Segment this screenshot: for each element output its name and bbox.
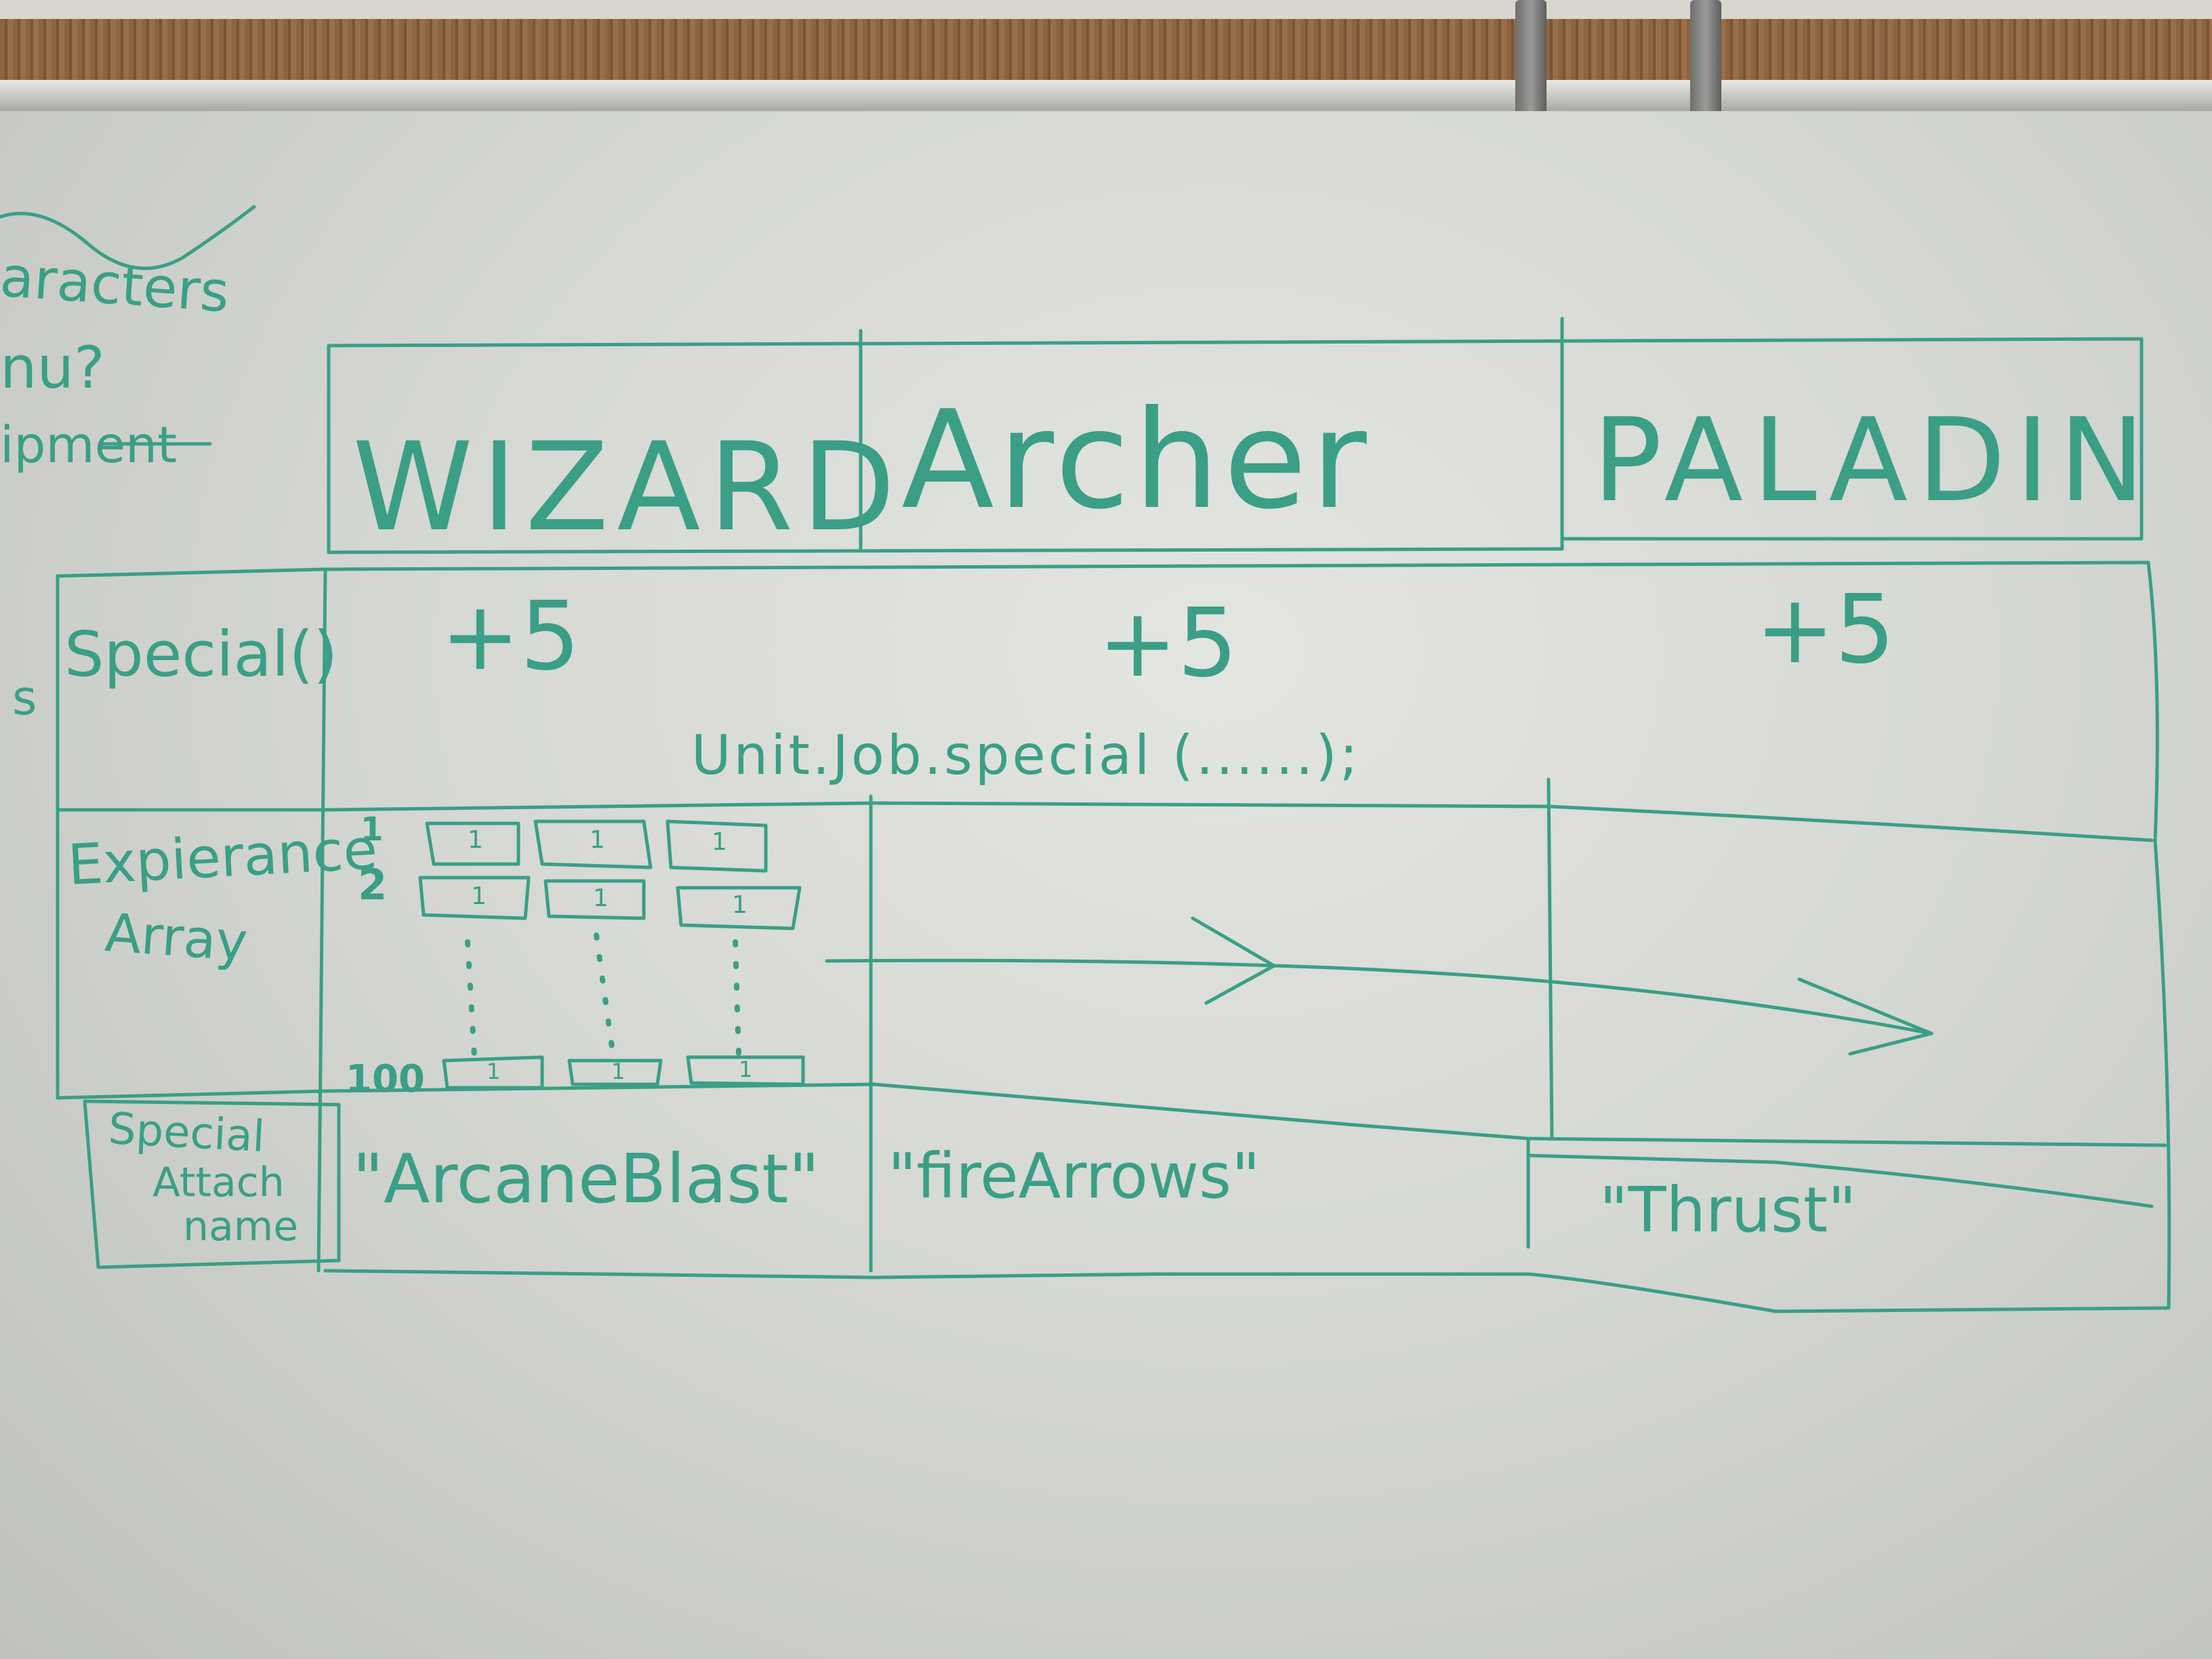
arrow-line — [825, 958, 1933, 1036]
array-cell-mark: 1 — [739, 1057, 753, 1082]
arrow-head — [1797, 977, 1933, 1056]
margin-fragment: s — [12, 670, 37, 726]
margin-fragment: nu? — [0, 334, 105, 402]
attack-name-wizard: "ArcaneBlast" — [352, 1139, 820, 1218]
attack-name-paladin: "Thrust" — [1599, 1174, 1857, 1246]
array-cell-mark: 1 — [487, 1059, 501, 1084]
column-header-wizard: WIZARD — [352, 417, 904, 558]
array-cell-mark: 1 — [712, 828, 727, 856]
special-bonus-wizard: +5 — [441, 581, 581, 692]
map-clip — [1515, 0, 1547, 115]
array-index-label: 2 — [358, 860, 388, 909]
row-label-array: Array — [103, 902, 249, 974]
margin-fragment: ipment — [0, 416, 178, 474]
row-label-attach: Attach — [152, 1159, 285, 1206]
row-divider — [1526, 1153, 2154, 1208]
row-label-experience: Expierance — [66, 817, 380, 898]
row-divider — [56, 801, 2154, 842]
array-cell-mark: 1 — [590, 826, 605, 854]
array-index-label: 1 — [361, 811, 384, 848]
scribble-stroke — [0, 205, 256, 270]
column-header-archer: Archer — [901, 382, 1371, 539]
row-label-name: name — [183, 1203, 299, 1250]
row-label-special: Special() — [64, 618, 338, 691]
experience-array-cells — [418, 819, 805, 1090]
row-label-special-attach: Special — [107, 1104, 266, 1162]
array-index-label: 100 — [346, 1057, 425, 1101]
arrow-head — [1191, 916, 1276, 1005]
column-divider — [316, 567, 327, 1273]
special-bonus-paladin: +5 — [1755, 575, 1896, 685]
array-cell-mark: 1 — [732, 891, 747, 919]
array-cell-mark: 1 — [611, 1059, 626, 1084]
array-cell-mark: 1 — [593, 884, 609, 912]
label-box — [83, 1099, 341, 1269]
wall-strip — [0, 0, 2212, 19]
column-divider — [1547, 777, 1554, 1141]
map-clip — [1690, 0, 1721, 115]
array-cell-mark: 1 — [468, 826, 483, 854]
row-divider — [56, 1082, 2167, 1147]
special-bonus-archer: +5 — [1098, 588, 1238, 699]
whiteboard-surface — [0, 111, 2212, 1659]
array-cell-mark: 1 — [471, 882, 487, 910]
ellipsis-dots — [465, 933, 741, 1060]
column-header-paladin: PALADIN — [1593, 394, 2155, 528]
attack-name-archer: "fireArrows" — [888, 1140, 1261, 1212]
method-call-note: Unit.Job.special (......); — [691, 724, 1361, 787]
whiteboard-rail — [0, 80, 2212, 111]
margin-fragment: aracters — [0, 245, 232, 325]
grid-outline — [56, 560, 2171, 1313]
